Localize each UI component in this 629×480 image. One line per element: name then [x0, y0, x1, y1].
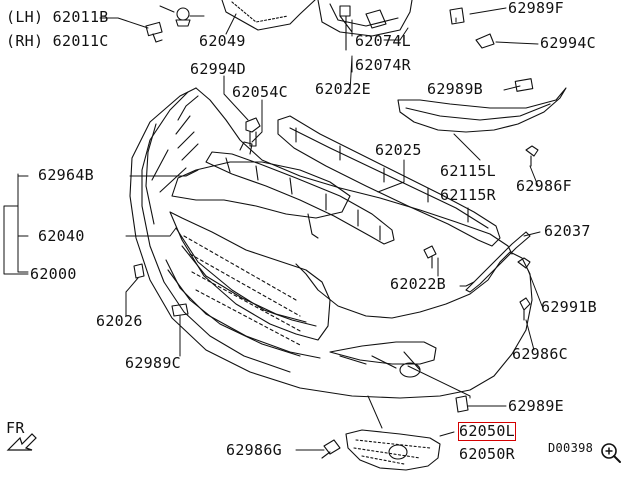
label-62994d[interactable]: 62994D [190, 60, 246, 78]
label-62115r[interactable]: 62115R [440, 186, 496, 204]
label-62011c[interactable]: (RH) 62011C [6, 32, 109, 50]
label-62054c[interactable]: 62054C [232, 83, 288, 101]
label-62989b[interactable]: 62989B [427, 80, 483, 98]
label-62115l[interactable]: 62115L [440, 162, 496, 180]
label-62989e[interactable]: 62989E [508, 397, 564, 415]
label-62022e[interactable]: 62022E [315, 80, 371, 98]
label-62986g[interactable]: 62986G [226, 441, 282, 459]
label-62989c[interactable]: 62989C [125, 354, 181, 372]
label-62026[interactable]: 62026 [96, 312, 143, 330]
label-62050l-highlighted[interactable]: 62050L [458, 422, 516, 441]
garnish-62115 [397, 87, 567, 133]
label-62025[interactable]: 62025 [375, 141, 422, 159]
label-62011b[interactable]: (LH) 62011B [6, 8, 109, 26]
label-62991b[interactable]: 62991B [541, 298, 597, 316]
label-62989f[interactable]: 62989F [508, 0, 564, 17]
label-62049[interactable]: 62049 [199, 32, 246, 50]
label-62037[interactable]: 62037 [544, 222, 591, 240]
label-62964b[interactable]: 62964B [38, 166, 94, 184]
upper-grille-fragment [221, 0, 316, 31]
diagram-code: D00398 [548, 441, 594, 455]
label-62074l[interactable]: 62074L [355, 32, 411, 50]
grille-opening [169, 211, 331, 341]
label-62022b[interactable]: 62022B [390, 275, 446, 293]
front-arrow-icon [6, 433, 37, 451]
fog-cover-62050l [345, 429, 441, 471]
label-62000[interactable]: 62000 [30, 265, 77, 283]
label-62986c[interactable]: 62986C [512, 345, 568, 363]
label-62994c[interactable]: 62994C [540, 34, 596, 52]
label-62050r[interactable]: 62050R [459, 445, 515, 463]
bumper-cover-outline [129, 87, 533, 399]
label-fr: FR [6, 419, 25, 437]
label-62074r[interactable]: 62074R [355, 56, 411, 74]
label-62040[interactable]: 62040 [38, 227, 85, 245]
label-62986f[interactable]: 62986F [516, 177, 572, 195]
reinforcement-62054c [205, 151, 395, 245]
zoom-in-icon[interactable] [600, 442, 622, 464]
absorber-62025 [277, 115, 501, 247]
